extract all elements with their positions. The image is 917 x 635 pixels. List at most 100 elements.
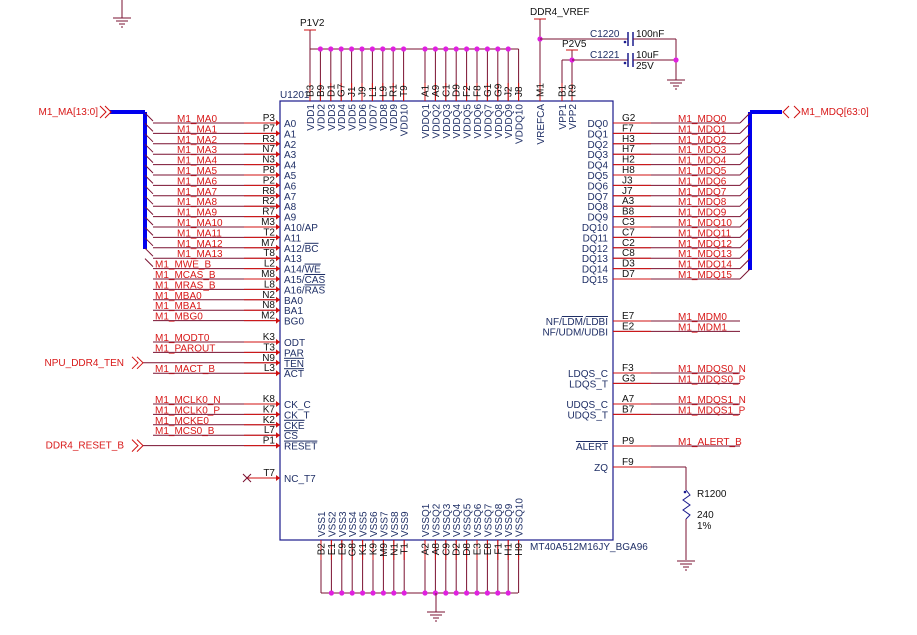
pin-name: VDDQ9 bbox=[504, 104, 515, 139]
junction-dot bbox=[328, 590, 334, 596]
junction-dot bbox=[369, 46, 375, 52]
power-label-p1v2: P1V2 bbox=[300, 18, 325, 29]
pin-name: DQ14 bbox=[582, 265, 609, 276]
pin-name: VDD5 bbox=[348, 104, 359, 131]
pin-name: DQ4 bbox=[587, 161, 608, 172]
junction-dot bbox=[370, 590, 376, 596]
junction-dot bbox=[453, 46, 459, 52]
pin-name-part: A11 bbox=[284, 233, 301, 244]
junction-dot bbox=[390, 46, 396, 52]
pin-number: B9 bbox=[316, 84, 327, 97]
pin-direction-arrow-icon bbox=[276, 307, 280, 314]
pin-number: T8 bbox=[263, 248, 275, 259]
pin-number: H2 bbox=[622, 155, 635, 166]
pin-name: DQ6 bbox=[587, 181, 608, 192]
pin-number: K8 bbox=[263, 394, 276, 405]
junction-dot bbox=[484, 590, 490, 596]
bus-port-label: M1_MDQ[63:0] bbox=[801, 107, 869, 118]
pin-number: D1 bbox=[326, 84, 337, 97]
pin-name: NF/UDM/UDBI bbox=[542, 327, 608, 338]
net-label: M1_MDQ6 bbox=[678, 176, 727, 187]
pin-number: P3 bbox=[263, 113, 276, 124]
pin-name-part: A3 bbox=[284, 150, 297, 161]
pin-name-overbar: CS bbox=[284, 431, 298, 442]
pin-name: DQ15 bbox=[582, 275, 609, 286]
pin-number: G8 bbox=[348, 543, 359, 557]
pin-name-part: UDQS_T bbox=[567, 410, 608, 421]
bus-entry bbox=[144, 123, 154, 132]
pin-name-part: DQ12 bbox=[582, 244, 609, 255]
pin-name-part: BA1 bbox=[284, 306, 303, 317]
pin-number: H9 bbox=[514, 543, 525, 556]
pin-number: K2 bbox=[263, 415, 276, 426]
pin-name-overbar: ACT bbox=[284, 369, 304, 380]
pin-name-overbar: LDBI bbox=[586, 317, 608, 328]
junction-dot bbox=[338, 46, 344, 52]
pin-name: DQ2 bbox=[587, 140, 608, 151]
junction-dot bbox=[505, 46, 511, 52]
pin-name: VDDQ10 bbox=[515, 104, 526, 144]
net-label: M1_MWE_B bbox=[155, 260, 211, 271]
junction-dot bbox=[432, 590, 438, 596]
pin-direction-arrow-icon bbox=[276, 370, 280, 377]
capacitor-rating: 25V bbox=[636, 61, 654, 72]
cap-polarity-dot bbox=[623, 40, 627, 44]
pin-number: C8 bbox=[622, 248, 635, 259]
pin-name: A3 bbox=[284, 150, 297, 161]
net-label: M1_MDQ7 bbox=[678, 187, 727, 198]
pin-number: M2 bbox=[261, 311, 275, 322]
pin-name-overbar: CAS bbox=[305, 275, 326, 286]
net-label: M1_MA4 bbox=[177, 156, 217, 167]
net-label: M1_MCKE0 bbox=[155, 416, 209, 427]
pin-number: N8 bbox=[262, 300, 275, 311]
pin-number: P1 bbox=[263, 436, 276, 447]
pin-name-part: DQ13 bbox=[582, 254, 609, 265]
pin-name: LDQS_T bbox=[569, 379, 608, 390]
pin-name: A15/CAS bbox=[284, 275, 325, 286]
pin-name: UDQS_C bbox=[566, 400, 608, 411]
pin-name: VSS7 bbox=[379, 511, 390, 537]
pin-number: M1 bbox=[536, 83, 547, 97]
pin-name: A0 bbox=[284, 119, 297, 130]
pin-name: VSSQ6 bbox=[473, 503, 484, 537]
bus-port-label: M1_MA[13:0] bbox=[39, 107, 99, 118]
pin-direction-arrow-icon bbox=[276, 213, 280, 220]
pin-name-part: NF/ bbox=[546, 317, 562, 328]
pin-name: VSS9 bbox=[400, 511, 411, 537]
pin-number: J1 bbox=[347, 86, 358, 97]
pin-name-part: A14/ bbox=[284, 265, 305, 276]
pin-name-part: A10/AP bbox=[284, 223, 318, 234]
pin-name-part: DQ9 bbox=[587, 213, 608, 224]
junction-dot bbox=[495, 46, 501, 52]
pin-name-part: A7 bbox=[284, 192, 297, 203]
net-label: M1_PAROUT bbox=[155, 343, 215, 354]
pin-number: B7 bbox=[622, 404, 635, 415]
pin-number: P7 bbox=[263, 123, 276, 134]
bus-entry bbox=[144, 195, 154, 205]
pin-number: F7 bbox=[622, 123, 634, 134]
pin-direction-arrow-icon bbox=[276, 349, 280, 356]
pin-direction-arrow-icon bbox=[276, 265, 280, 272]
pin-name-part: NF/UDM/UDBI bbox=[542, 327, 608, 338]
pin-number: R2 bbox=[262, 196, 275, 207]
pin-number: T3 bbox=[263, 342, 275, 353]
pin-number: H7 bbox=[622, 144, 635, 155]
pin-number: D3 bbox=[622, 259, 635, 270]
net-label: M1_MDQ1 bbox=[678, 124, 727, 135]
resistor-tolerance: 1% bbox=[697, 521, 712, 532]
pin-direction-arrow-icon bbox=[276, 140, 280, 147]
pin-name: DQ0 bbox=[587, 119, 608, 130]
pin-number: E3 bbox=[473, 543, 484, 556]
pin-number: K9 bbox=[369, 543, 380, 556]
capacitor-value: 10uF bbox=[636, 50, 659, 61]
pin-name-part: DQ0 bbox=[587, 119, 608, 130]
bus-entry bbox=[739, 268, 751, 280]
net-label: M1_MA6 bbox=[177, 176, 217, 187]
pin-name: VDD4 bbox=[337, 104, 348, 131]
bus-entry bbox=[144, 206, 154, 215]
pin-name: DQ1 bbox=[587, 129, 608, 140]
junction-dot bbox=[360, 590, 366, 596]
pin-name-part: DQ1 bbox=[587, 129, 608, 140]
pin-direction-arrow-icon bbox=[276, 359, 280, 366]
pin-number: D9 bbox=[452, 84, 463, 97]
